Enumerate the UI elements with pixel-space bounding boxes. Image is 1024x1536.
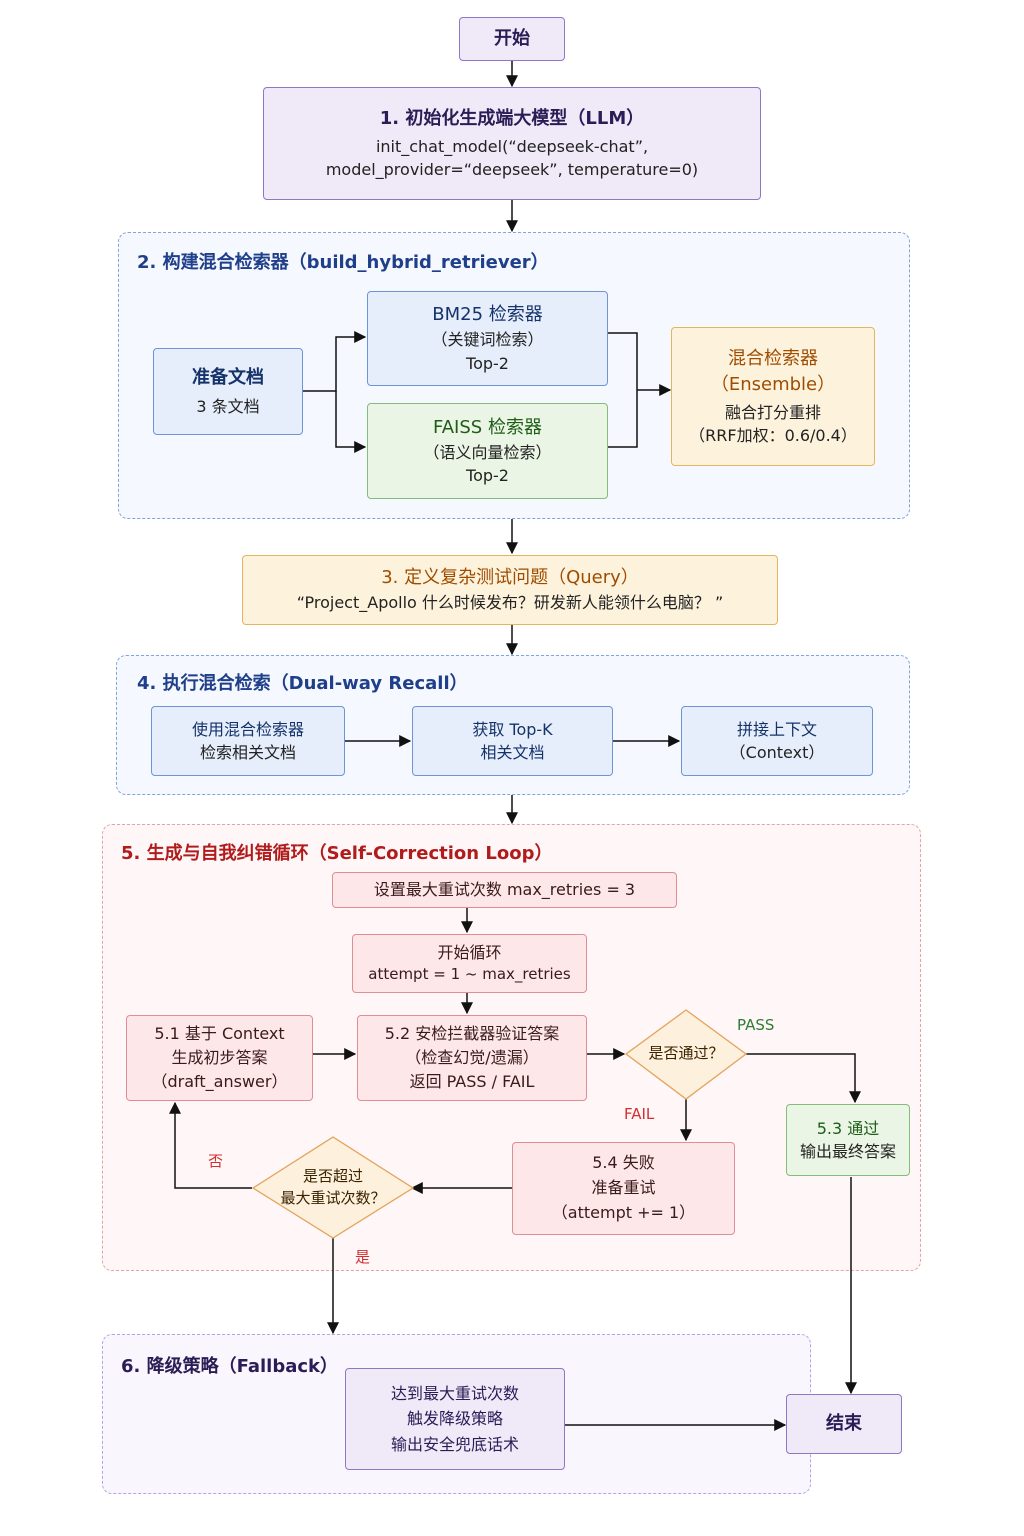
max-retries-node: 设置最大重试次数 max_retries = 3 <box>332 872 677 908</box>
use-line1: 使用混合检索器 <box>191 719 304 739</box>
s51-line3: （draft_answer） <box>151 1072 288 1091</box>
group-dual-recall-title: 4. 执行混合检索（Dual-way Recall） <box>137 673 468 694</box>
docs-node: 准备文档 3 条文档 <box>153 348 303 435</box>
step1-title: 1. 初始化生成端大模型（LLM） <box>379 107 645 129</box>
s52-verify-node: 5.2 安检拦截器验证答案 （检查幻觉/遗漏） 返回 PASS / FAIL <box>357 1015 587 1101</box>
use-retriever-node: 使用混合检索器 检索相关文档 <box>151 706 345 776</box>
retry-question-line2: 最大重试次数？ <box>280 1189 386 1207</box>
step1-line1: init_chat_model(“deepseek-chat”, <box>375 136 649 156</box>
start-node: 开始 <box>459 17 565 61</box>
fallback-line2: 触发降级策略 <box>406 1409 503 1429</box>
s51-generate-node: 5.1 基于 Context 生成初步答案 （draft_answer） <box>126 1015 313 1101</box>
arrow-docs-to-faiss <box>335 391 367 453</box>
pass-label: PASS <box>737 1016 775 1034</box>
fallback-line3: 输出安全兜底话术 <box>390 1434 519 1454</box>
faiss-sub2: Top-2 <box>466 466 509 486</box>
bm25-sub2: Top-2 <box>466 353 509 373</box>
s52-line2: （检查幻觉/遗漏） <box>405 1048 539 1067</box>
loop-start-node: 开始循环 attempt = 1 ~ max_retries <box>352 934 587 993</box>
s52-line1: 5.2 安检拦截器验证答案 <box>384 1024 560 1043</box>
topk-line1: 获取 Top-K <box>472 719 553 739</box>
retry-question-line1: 是否超过 <box>302 1167 363 1186</box>
step1-line2: model_provider=“deepseek”, temperature=0… <box>325 160 699 180</box>
end-label: 结束 <box>826 1412 862 1434</box>
ensemble-node: 混合检索器 （Ensemble） 融合打分重排 （RRF加权：0.6/0.4） <box>671 327 875 466</box>
faiss-sub1: （语义向量检索） <box>423 442 552 462</box>
s54-line1: 5.4 失败 <box>592 1153 655 1173</box>
group-self-correction-title: 5. 生成与自我纠错循环（Self-Correction Loop） <box>121 843 553 864</box>
s53-pass-node: 5.3 通过 输出最终答案 <box>786 1104 910 1176</box>
s54-line2: 准备重试 <box>591 1178 656 1198</box>
group-fallback-title: 6. 降级策略（Fallback） <box>121 1356 339 1377</box>
arrow-pass-to-s53 <box>746 1053 861 1104</box>
faiss-node: FAISS 检索器 （语义向量检索） Top-2 <box>367 403 608 499</box>
s51-line1: 5.1 基于 Context <box>154 1024 285 1043</box>
s52-line3: 返回 PASS / FAIL <box>409 1072 535 1091</box>
pass-question: 是否通过？ <box>626 1034 746 1074</box>
ensemble-sub1: 融合打分重排 <box>724 402 821 422</box>
concat-line1: 拼接上下文 <box>736 719 817 739</box>
topk-line2: 相关文档 <box>480 743 545 762</box>
step1-init-llm: 1. 初始化生成端大模型（LLM） init_chat_model(“deeps… <box>263 87 761 200</box>
fallback-node: 达到最大重试次数 触发降级策略 输出安全兜底话术 <box>345 1368 565 1470</box>
s53-line1: 5.3 通过 <box>816 1118 880 1138</box>
retry-question: 是否超过 最大重试次数？ <box>253 1165 413 1211</box>
max-retries-text: 设置最大重试次数 max_retries = 3 <box>373 880 636 900</box>
loop-line1: 开始循环 <box>437 943 502 963</box>
s54-line3: （attempt += 1） <box>551 1202 696 1222</box>
s51-line2: 生成初步答案 <box>171 1048 268 1067</box>
fallback-line1: 达到最大重试次数 <box>390 1383 519 1403</box>
diamond-retry-check <box>251 1136 415 1239</box>
faiss-title: FAISS 检索器 <box>433 416 542 438</box>
s53-line2: 输出最终答案 <box>799 1142 896 1161</box>
concat-line2: （Context） <box>729 743 825 762</box>
ensemble-title2: （Ensemble） <box>710 373 836 395</box>
arrow-no-to-s51 <box>169 1101 252 1189</box>
arrow-docs-to-bm25 <box>303 331 367 392</box>
diamond-pass-check <box>624 1009 748 1100</box>
docs-sub: 3 条文档 <box>196 396 260 416</box>
ensemble-title1: 混合检索器 <box>728 347 818 369</box>
step3-query: 3. 定义复杂测试问题（Query） “Project_Apollo 什么时候发… <box>242 555 778 625</box>
end-node: 结束 <box>786 1394 902 1454</box>
docs-title: 准备文档 <box>192 366 264 388</box>
ensemble-sub2: （RRF加权：0.6/0.4） <box>689 426 857 446</box>
concat-context-node: 拼接上下文 （Context） <box>681 706 873 776</box>
topk-node: 获取 Top-K 相关文档 <box>412 706 613 776</box>
s54-fail-node: 5.4 失败 准备重试 （attempt += 1） <box>512 1142 735 1235</box>
arrow-bm25-join <box>608 332 638 448</box>
step3-query-text: “Project_Apollo 什么时候发布？研发新人能领什么电脑？ ” <box>296 593 724 613</box>
pass-question-text: 是否通过？ <box>648 1044 724 1063</box>
start-label: 开始 <box>494 27 530 49</box>
fail-label: FAIL <box>624 1105 655 1123</box>
yes-label: 是 <box>355 1248 371 1266</box>
loop-line2: attempt = 1 ~ max_retries <box>368 965 571 984</box>
use-line2: 检索相关文档 <box>199 743 296 762</box>
no-label: 否 <box>208 1152 224 1170</box>
bm25-node: BM25 检索器 （关键词检索） Top-2 <box>367 291 608 386</box>
group-hybrid-retriever-title: 2. 构建混合检索器（build_hybrid_retriever） <box>137 252 549 273</box>
bm25-sub1: （关键词检索） <box>431 330 544 350</box>
bm25-title: BM25 检索器 <box>432 304 543 326</box>
step3-title: 3. 定义复杂测试问题（Query） <box>381 567 639 589</box>
